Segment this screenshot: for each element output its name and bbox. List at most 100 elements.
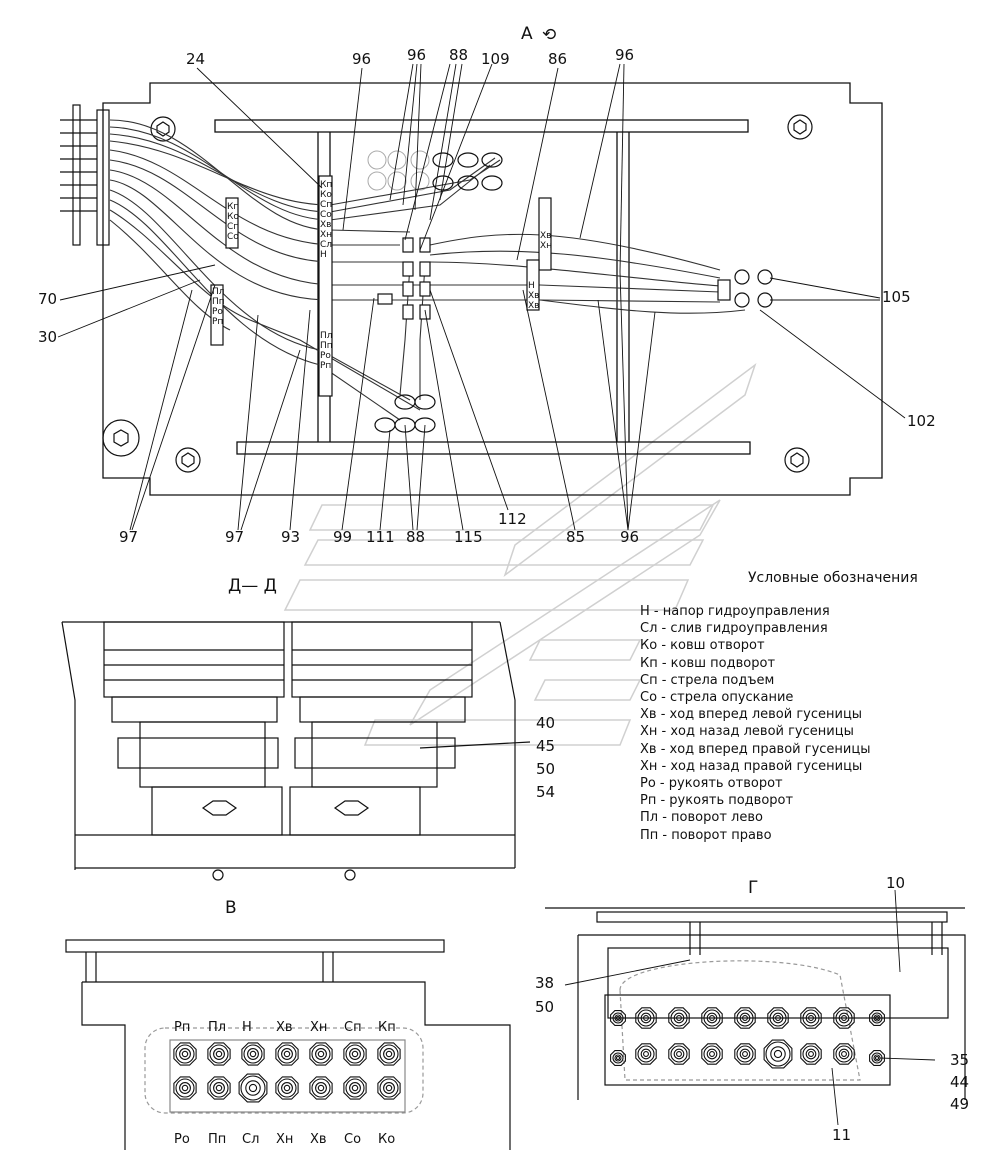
port-fitting bbox=[209, 1078, 229, 1098]
strip-tag: Ро bbox=[212, 307, 223, 317]
port-fitting bbox=[808, 1015, 814, 1021]
strip-tag: Пп bbox=[320, 341, 333, 351]
mount-bolt bbox=[612, 1012, 624, 1024]
clamp-strips bbox=[210, 175, 552, 397]
legend-item: Рп - рукоять подворот bbox=[640, 793, 794, 809]
callout-70: 70 bbox=[38, 290, 58, 308]
callout-99: 99 bbox=[333, 528, 353, 546]
strip-tag: Рп bbox=[212, 317, 224, 327]
port-fitting bbox=[833, 1007, 855, 1029]
port-fitting bbox=[173, 1042, 197, 1066]
port-fitting bbox=[377, 1042, 401, 1066]
port-fitting bbox=[247, 1048, 259, 1060]
port-fitting bbox=[805, 1048, 817, 1060]
port-fitting bbox=[311, 1078, 331, 1098]
callout-97: 97 bbox=[119, 528, 139, 546]
legend-item: Со - стрела опускание bbox=[640, 690, 794, 705]
port-fitting bbox=[637, 1009, 655, 1027]
port-fitting bbox=[668, 1007, 690, 1029]
port-fitting bbox=[640, 1048, 652, 1060]
leader-lines-bottom bbox=[129, 271, 656, 531]
leader-lines-top bbox=[57, 63, 906, 419]
strip-tag: Со bbox=[320, 210, 332, 220]
port-label-top: Сп bbox=[344, 1020, 362, 1035]
callout-40: 40 bbox=[536, 714, 556, 732]
port-fitting bbox=[739, 1012, 751, 1024]
port-fitting bbox=[317, 1084, 325, 1092]
port-fitting bbox=[808, 1051, 814, 1057]
callout-96: 96 bbox=[352, 50, 372, 68]
plate-mounting-bolts bbox=[102, 114, 813, 473]
port-fitting bbox=[349, 1048, 361, 1060]
callout-88: 88 bbox=[406, 528, 426, 546]
callout-112: 112 bbox=[498, 510, 527, 528]
mount-bolt bbox=[873, 1014, 881, 1022]
mount-bolt bbox=[615, 1015, 621, 1021]
strip-tag: Кп bbox=[320, 180, 333, 190]
port-fitting bbox=[736, 1045, 754, 1063]
view-v-ports bbox=[173, 1042, 401, 1103]
port-fitting bbox=[277, 1078, 297, 1098]
mount-bolt bbox=[614, 1054, 622, 1062]
strip-tag: Рп bbox=[320, 361, 332, 371]
callout-24: 24 bbox=[186, 50, 206, 68]
strip-tag: Хв bbox=[320, 220, 332, 230]
port-fitting bbox=[379, 1044, 399, 1064]
strip-tag: Хн bbox=[320, 230, 333, 240]
port-fitting bbox=[343, 1042, 367, 1066]
strip-tag: Со bbox=[227, 232, 239, 242]
port-fitting bbox=[736, 1009, 754, 1027]
port-fitting bbox=[673, 1048, 685, 1060]
port-fitting bbox=[742, 1015, 748, 1021]
strip-tag: Хв bbox=[528, 301, 540, 311]
plate-holes bbox=[367, 150, 430, 191]
strip-tag: Пп bbox=[212, 297, 225, 307]
port-fitting bbox=[765, 1041, 791, 1067]
watermark-logo bbox=[283, 362, 757, 746]
mount-bolt bbox=[871, 1012, 883, 1024]
callout-38: 38 bbox=[535, 974, 555, 992]
port-fitting bbox=[309, 1076, 333, 1100]
port-fitting bbox=[175, 1078, 195, 1098]
port-fitting bbox=[701, 1043, 723, 1065]
callout-11: 11 bbox=[832, 1126, 852, 1144]
port-label-bottom: Хв bbox=[310, 1132, 327, 1147]
strip-tag: Хв bbox=[528, 291, 540, 301]
port-fitting bbox=[281, 1082, 293, 1094]
legend-item: Кп - ковш подворот bbox=[640, 655, 776, 671]
port-fitting bbox=[769, 1009, 787, 1027]
port-fitting bbox=[703, 1045, 721, 1063]
view-g-title: Г bbox=[748, 878, 759, 898]
legend-item: Хн - ход назад правой гусеницы bbox=[640, 758, 863, 774]
legend-item: Сп - стрела подъем bbox=[640, 672, 775, 688]
strip-tag: Сп bbox=[320, 200, 333, 210]
port-fitting bbox=[670, 1009, 688, 1027]
left-connector-block bbox=[60, 104, 110, 246]
port-fitting bbox=[835, 1045, 853, 1063]
legend-item: Хв - ход вперед левой гусеницы bbox=[640, 707, 863, 723]
callout-35: 35 bbox=[950, 1051, 970, 1069]
port-label-top: Рп bbox=[174, 1020, 191, 1035]
port-fitting bbox=[838, 1048, 850, 1060]
callout-54: 54 bbox=[536, 783, 556, 801]
port-label-top: Хв bbox=[276, 1020, 293, 1035]
port-fitting bbox=[283, 1084, 291, 1092]
port-fitting bbox=[706, 1012, 718, 1024]
port-fitting bbox=[770, 1046, 786, 1062]
legend-item: Хв - ход вперед правой гусеницы bbox=[640, 741, 871, 757]
mount-bolt bbox=[615, 1055, 621, 1061]
callout-44: 44 bbox=[950, 1073, 970, 1091]
port-fitting bbox=[833, 1043, 855, 1065]
port-fitting bbox=[841, 1015, 847, 1021]
port-fitting bbox=[838, 1012, 850, 1024]
callout-50: 50 bbox=[536, 760, 556, 778]
port-fitting bbox=[379, 1078, 399, 1098]
view-g-ports bbox=[610, 1007, 885, 1069]
port-fitting bbox=[800, 1043, 822, 1065]
port-fitting bbox=[215, 1084, 223, 1092]
view-g-leaders bbox=[564, 889, 936, 1126]
port-label-top: Н bbox=[242, 1020, 252, 1035]
port-fitting bbox=[643, 1051, 649, 1057]
legend-item: Сл - слив гидроуправления bbox=[640, 621, 828, 637]
